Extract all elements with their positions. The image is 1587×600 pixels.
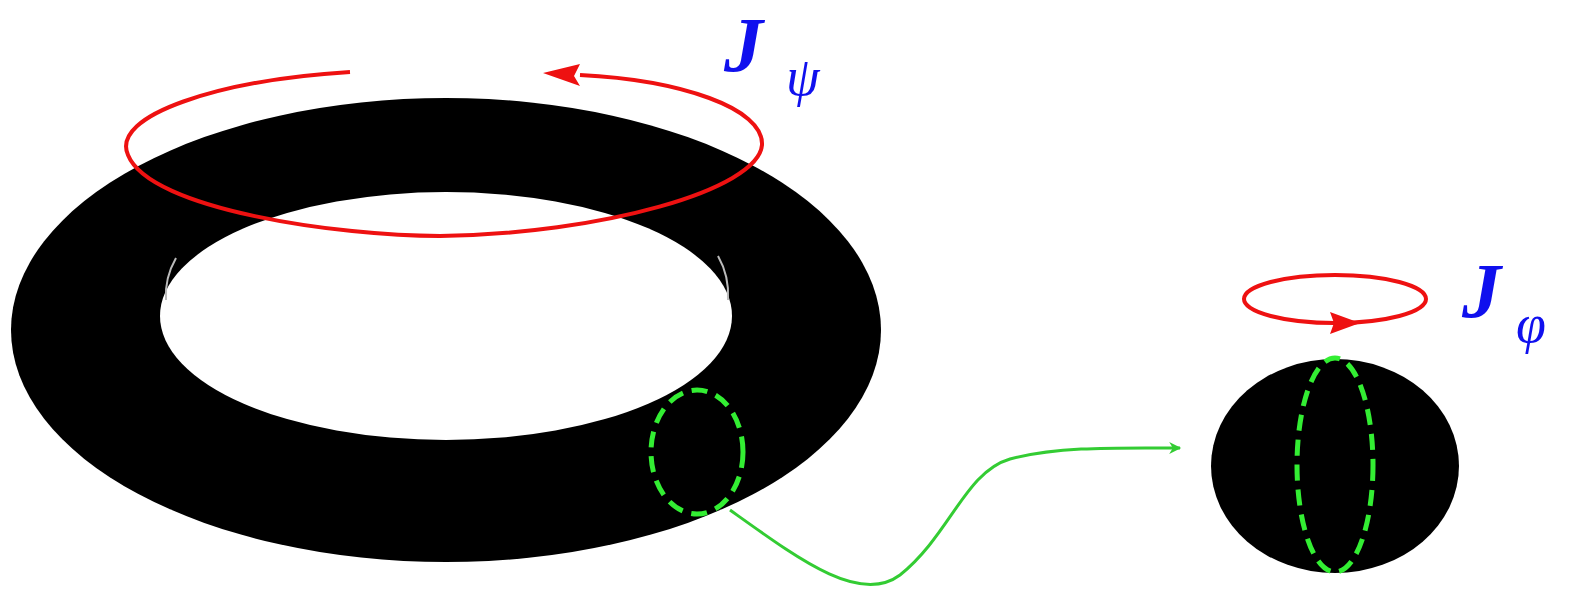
torus-rim (718, 256, 728, 300)
rotation-arrowhead (1330, 312, 1360, 334)
torus-hole (160, 192, 732, 440)
sphere (1211, 359, 1459, 573)
cross-section-circle (651, 390, 743, 514)
subscript-symbol: φ (1516, 297, 1546, 351)
rotation-arrowhead (543, 64, 580, 86)
sphere-meridian (1297, 358, 1373, 572)
current-symbol: J (724, 6, 763, 84)
rotation-loop (126, 72, 762, 236)
current-symbol: J (1462, 252, 1501, 330)
torus-rim (166, 258, 176, 300)
subscript-symbol: ψ (786, 50, 820, 104)
zoom-arrow (730, 448, 1180, 585)
